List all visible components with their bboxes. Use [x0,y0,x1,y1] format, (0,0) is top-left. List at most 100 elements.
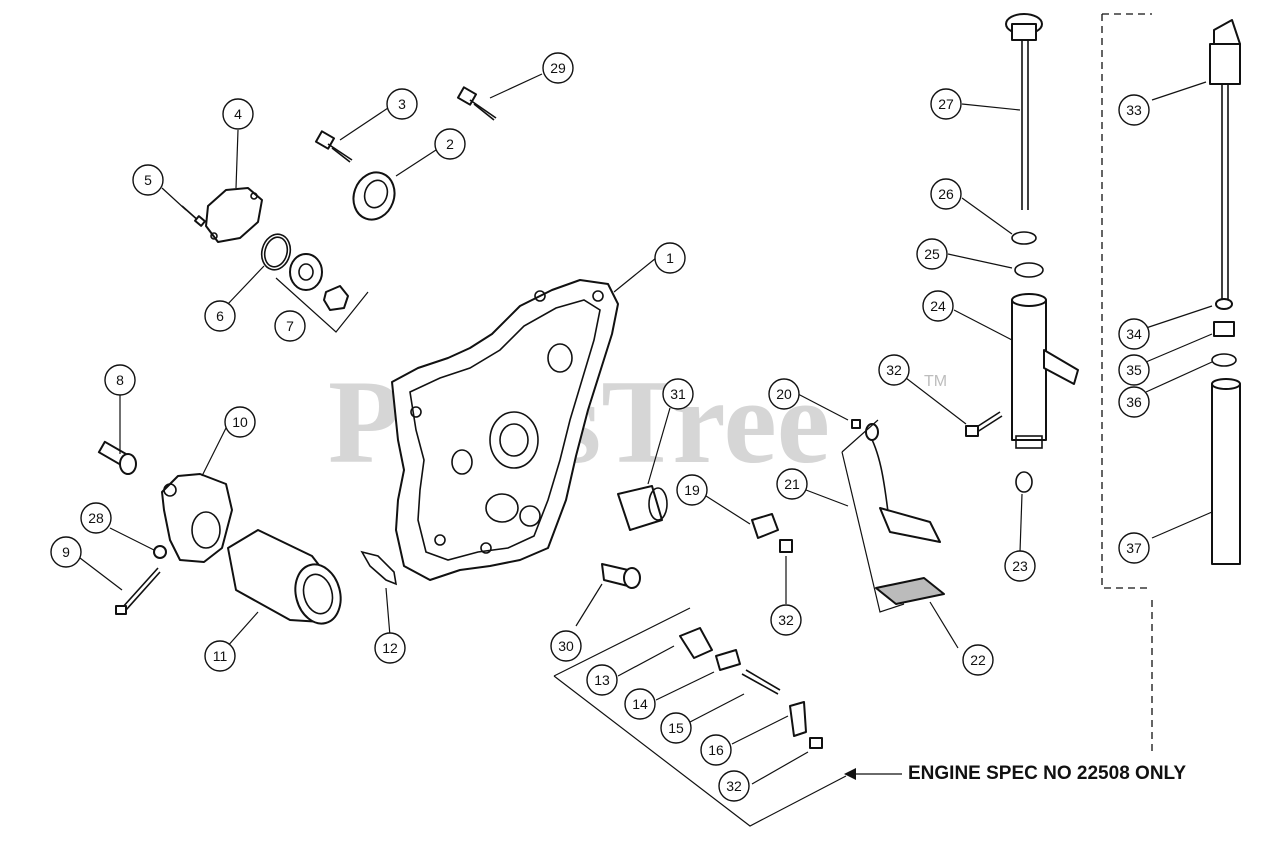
callout-label: 6 [216,308,224,324]
callout: 28 [80,502,112,534]
part-tube-37 [1211,378,1241,565]
part-dipstick-33 [1209,19,1241,300]
callout: 36 [1118,386,1150,418]
callout: 24 [922,290,954,322]
callout: 20 [768,378,800,410]
part-washer-34 [1215,298,1233,310]
callout: 35 [1118,354,1150,386]
callout: 27 [930,88,962,120]
callout-label: 20 [776,386,792,402]
spec-arrow-head [844,768,856,780]
callout-label: 14 [632,696,648,712]
callout-label: 22 [970,652,986,668]
callout-label: 35 [1126,362,1142,378]
leader-lines [79,73,1213,785]
part-screw-3 [314,130,353,163]
callout-label: 36 [1126,394,1142,410]
part-pump-set [289,253,349,311]
part-screw-29 [456,86,497,121]
callout: 22 [962,644,994,676]
callout: 25 [916,238,948,270]
callout: 32 [718,770,750,802]
callout-label: 16 [708,742,724,758]
callout-label: 37 [1126,540,1142,556]
callout-label: 32 [726,778,742,794]
part-cap-35 [1213,321,1235,337]
callout-label: 30 [558,638,574,654]
callout: 29 [542,52,574,84]
part-crankcase-cover [391,279,619,581]
callout-label: 33 [1126,102,1142,118]
part-dipstick-tube [1011,293,1079,449]
callout-label: 5 [144,172,152,188]
part-oil-seal [352,171,396,221]
part-bolt-32-mid [779,539,793,553]
callout-label: 26 [938,186,954,202]
callout-label: 19 [684,482,700,498]
part-plug-23 [1015,471,1033,493]
callout-label: 31 [670,386,686,402]
callout-label: 4 [234,106,242,122]
part-oil-filter [227,529,342,625]
callout: 13 [586,664,618,696]
callout: 3 [386,88,418,120]
callout-label: 32 [778,612,794,628]
part-gasket-12 [360,550,398,586]
callout-label: 12 [382,640,398,656]
part-sender [97,440,137,475]
callout: 2 [434,128,466,160]
callout-label: 32 [886,362,902,378]
callout: 32 [878,354,910,386]
alt-assembly-box [1101,13,1152,589]
callout: 7 [274,310,306,342]
callout-label: 11 [213,648,228,664]
callout: 12 [374,632,406,664]
callout-label: 27 [938,96,954,112]
part-o-ring-6 [260,233,292,271]
part-relief-valve-set [679,627,823,749]
watermark-tm: TM [924,373,947,390]
callout-label: 24 [930,298,946,314]
callout-label: 25 [924,246,940,262]
part-bearing-31 [617,485,668,531]
callout: 5 [132,164,164,196]
callout-label: 15 [668,720,684,736]
callout: 15 [660,712,692,744]
part-pickup-tube [851,419,941,543]
callout: 34 [1118,318,1150,350]
callout: 32 [770,604,802,636]
callout: 37 [1118,532,1150,564]
part-bracket-19 [751,513,779,539]
spec-note: ENGINE SPEC NO 22508 ONLY [908,763,1186,784]
part-washer-28 [153,545,167,559]
callout: 9 [50,536,82,568]
callout: 16 [700,734,732,766]
callout: 26 [930,178,962,210]
part-screen-22 [875,577,945,605]
subassembly-bracket [553,607,847,827]
part-o-ring-25 [1014,262,1044,278]
part-bushing-30 [601,563,641,589]
callout-label: 2 [446,136,454,152]
callout: 6 [204,300,236,332]
callout: 31 [662,378,694,410]
callout-label: 23 [1012,558,1028,574]
callout: 23 [1004,550,1036,582]
part-filter-adapter [161,473,233,563]
callout: 19 [676,474,708,506]
callout-label: 3 [398,96,406,112]
callout-label: 21 [784,476,800,492]
callout: 14 [624,688,656,720]
pump-bracket [275,277,369,333]
callout-label: 28 [88,510,104,526]
callout-label: 13 [594,672,610,688]
part-dipstick-27 [1005,13,1043,210]
part-o-ring-36 [1211,353,1237,367]
callout: 8 [104,364,136,396]
callout: 4 [222,98,254,130]
callout: 30 [550,630,582,662]
callout: 10 [224,406,256,438]
part-cover-plate [205,187,263,243]
part-bolt-32-upper [965,411,1003,437]
part-bolt-9 [115,567,161,615]
